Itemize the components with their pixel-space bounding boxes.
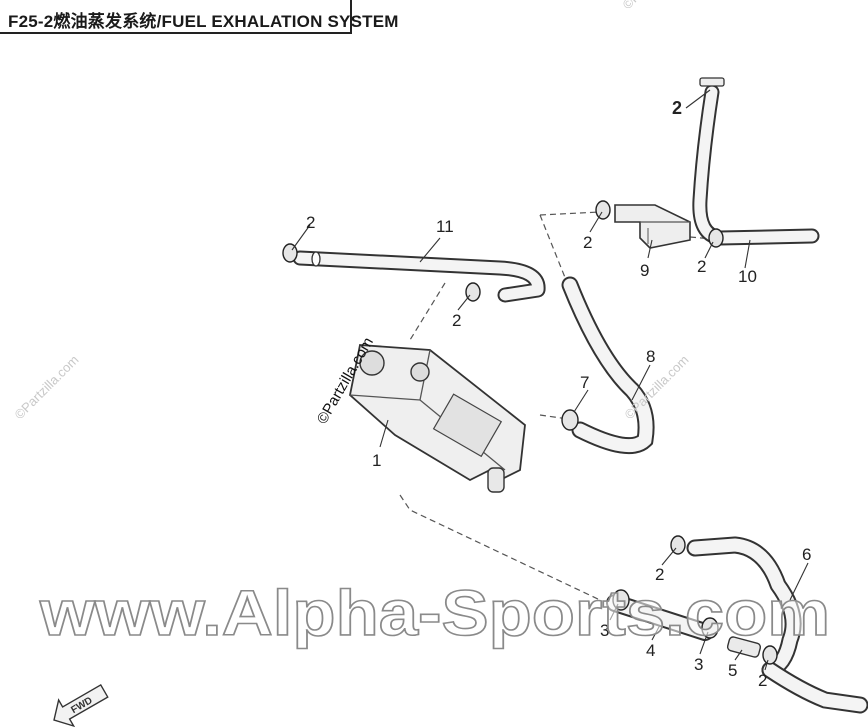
callout-5: 5 <box>728 661 737 680</box>
callout-leaders <box>291 89 809 671</box>
callout-7: 7 <box>580 373 589 392</box>
hose-6[interactable] <box>686 536 868 714</box>
watermark-partzilla-left: ©Partzilla.com <box>12 352 82 422</box>
fwd-label: FWD <box>69 695 94 716</box>
connector-5[interactable] <box>726 636 762 658</box>
title-box: F25-2燃油蒸发系统/FUEL EXHALATION SYSTEM <box>0 0 398 34</box>
callout-3-right: 3 <box>694 655 703 674</box>
callout-10: 10 <box>738 267 757 286</box>
callout-2-upper: 2 <box>583 233 592 252</box>
callout-1: 1 <box>372 451 381 470</box>
callout-2-right: 2 <box>697 257 706 276</box>
callout-2-left: 2 <box>306 213 315 232</box>
hose-11[interactable] <box>292 250 546 303</box>
hose-4[interactable] <box>606 594 714 641</box>
hose-10[interactable] <box>692 77 820 246</box>
canister-1[interactable] <box>349 344 526 493</box>
dashed-leaders <box>399 211 761 601</box>
callout-9: 9 <box>640 261 649 280</box>
diagram-title: F25-2燃油蒸发系统/FUEL EXHALATION SYSTEM <box>8 12 399 31</box>
callout-6: 6 <box>802 545 811 564</box>
watermark-partzilla-top: ©Partzilla.com <box>620 0 690 12</box>
callout-11: 11 <box>436 217 454 236</box>
fwd-arrow: FWD <box>53 683 109 728</box>
valve-9[interactable] <box>614 204 691 249</box>
watermark-alpha-sports: www.Alpha-Sports.com <box>39 577 830 649</box>
callout-2-mid: 2 <box>452 311 461 330</box>
callout-2-bottom: 2 <box>758 671 767 690</box>
callout-3-left: 3 <box>600 621 609 640</box>
callout-8: 8 <box>646 347 655 366</box>
callout-2-top: 2 <box>672 98 682 118</box>
callout-2-lower-right: 2 <box>655 565 664 584</box>
hose-8[interactable] <box>561 276 655 455</box>
callout-4: 4 <box>646 641 655 660</box>
